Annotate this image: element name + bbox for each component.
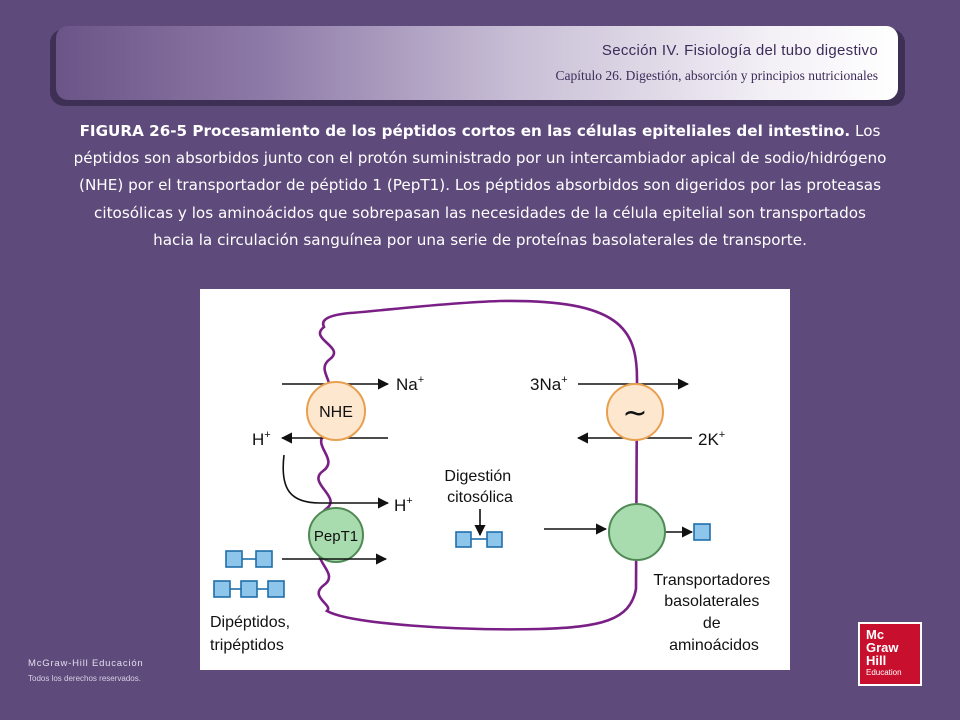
pept1-transporter <box>308 507 364 563</box>
h-in-label-sup: + <box>406 495 412 507</box>
figure-panel: NHE Na+ H+ H+ PepT1 Dipéptidos, tripépti… <box>200 289 790 670</box>
transporters-line-3: de <box>703 615 721 632</box>
na-label: Na+ <box>396 374 424 394</box>
digestion-label: Digestión citosólica <box>444 468 515 506</box>
section-title: Sección IV. Fisiología del tubo digestiv… <box>601 42 878 59</box>
amino-acid-transporter <box>608 503 666 561</box>
h-left-label-text: H <box>252 430 264 449</box>
h-in-label: H+ <box>394 495 413 515</box>
h-in-label-text: H <box>394 496 406 515</box>
logo-line-3: Hill <box>866 653 887 668</box>
nhe-label: NHE <box>319 404 353 421</box>
header-banner: Sección IV. Fisiología del tubo digestiv… <box>56 26 898 100</box>
publisher-name: McGraw-Hill Educación <box>28 658 144 669</box>
chapter-title: Capítulo 26. Digestión, absorción y prin… <box>555 68 878 83</box>
logo-line-2: Graw <box>866 640 899 655</box>
figure-caption: FIGURA 26-5 Procesamiento de los péptido… <box>72 118 888 254</box>
transporters-label: Transportadores basolaterales de aminoác… <box>653 572 774 654</box>
k2-label: 2K+ <box>698 429 725 449</box>
mcgraw-hill-logo: Mc Graw Hill Education <box>858 622 922 686</box>
h-left-label-sup: + <box>264 429 270 441</box>
logo-line-1: Mc <box>866 627 885 642</box>
pept1-label: PepT1 <box>314 528 358 545</box>
proton-recycle-arrow <box>282 454 390 509</box>
na-label-text: Na <box>396 375 418 394</box>
dipeptides-label: Dipéptidos, tripéptidos <box>210 614 295 654</box>
dipeptide-icon <box>225 550 273 568</box>
epithelial-cell-diagram: NHE Na+ H+ H+ PepT1 Dipéptidos, tripépti… <box>210 299 774 654</box>
figure-description: Los péptidos son absorbidos junto con el… <box>73 122 887 249</box>
figure-label: FIGURA 26-5 Procesamiento de los péptido… <box>79 122 851 140</box>
transporters-line-2: basolaterales <box>664 593 759 610</box>
nhe-exchanger <box>306 381 366 441</box>
transporters-line-1: Transportadores <box>653 572 770 589</box>
dipeptides-line-2: tripéptidos <box>210 637 284 654</box>
digestion-line-2: citosólica <box>447 489 513 506</box>
na3-label-text: 3Na <box>530 375 562 394</box>
na3-label-sup: + <box>561 374 567 386</box>
dipeptides-line-1: Dipéptidos, <box>210 614 290 631</box>
digestion-line-1: Digestión <box>444 468 511 485</box>
k2-label-text: 2K <box>698 430 719 449</box>
exported-amino-acid-icon <box>693 523 711 541</box>
na3-label: 3Na+ <box>530 374 568 394</box>
pump-symbol: ~ <box>622 396 647 431</box>
transporters-line-4: aminoácidos <box>669 637 759 654</box>
logo-line-4: Education <box>866 668 902 677</box>
cell-membrane <box>317 299 639 631</box>
na-label-sup: + <box>418 374 424 386</box>
na-k-pump <box>606 383 664 441</box>
digested-amino-acids-icon <box>455 531 503 548</box>
h-left-label: H+ <box>252 429 271 449</box>
k2-label-sup: + <box>719 429 725 441</box>
rights-notice: Todos los derechos reservados. <box>28 674 141 683</box>
tripeptide-icon <box>213 580 285 598</box>
